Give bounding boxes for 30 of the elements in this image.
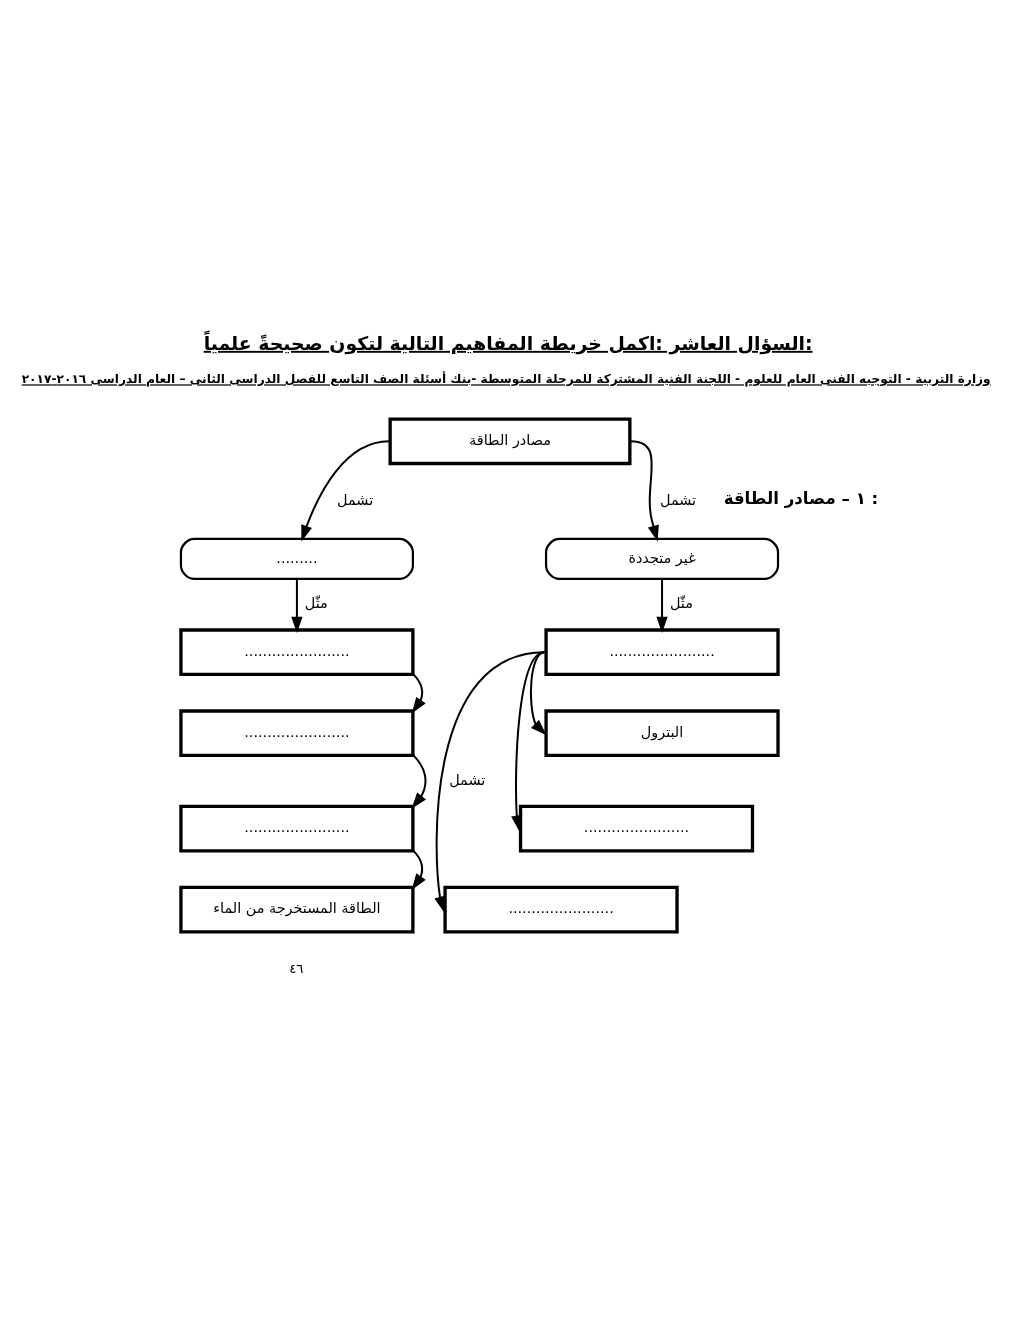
arrow [511,650,546,832]
diagram-title: السؤال العاشر :اكمل خريطة المفاهيم التالية لتكون صحيحةً علمياً: [203,331,813,354]
edge-label: تشمل [337,491,374,508]
node-box: ....................... [443,885,679,933]
node-box: ......... [179,537,414,580]
node-box: ....................... [179,708,415,757]
edge-label: تشمل [660,491,697,508]
arrow [656,577,668,633]
arrow [291,577,303,633]
node-box: البترول [544,708,780,757]
edge-label: مثّل [669,594,693,611]
label: وزارة التربية - التوجيه الفنى العام للعلوم - اللجنة الفنية المشتركة للمرحلة المتوسطة -بنك أسئلة الصف التاسع للفصل الدراسى الثانى – العام الدراسى ٢٠١٦-٢٠١٧ [21,371,991,386]
node-box: غير متجددة [544,537,780,580]
node-box: ....................... [179,627,415,676]
node-box: ....................... [179,804,415,852]
arrow [411,753,427,809]
label: ١ – مصادر الطاقة : [723,488,879,508]
arrow [301,439,391,541]
arrow [629,439,659,542]
node-box: الطاقة المستخرجة من الماء [179,885,415,933]
edge-label: مثّل [304,594,328,611]
arrow [411,672,426,713]
edge-label: تشمل [449,771,486,788]
arrow [529,650,547,735]
label: ٤٦ [289,960,304,976]
arrow [411,849,426,890]
node-box: مصادر الطاقة [388,416,632,465]
arrow [434,650,546,913]
node-box: ....................... [518,804,755,852]
node-box: ....................... [544,627,780,676]
